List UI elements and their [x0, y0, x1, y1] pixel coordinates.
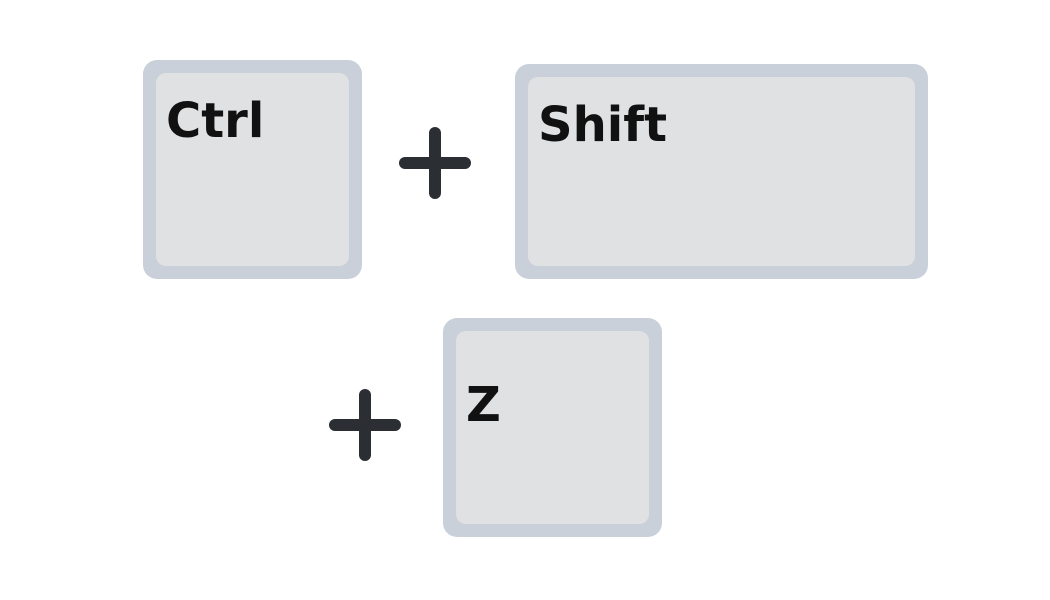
key-ctrl-label: Ctrl: [166, 93, 265, 149]
key-z: Z: [443, 318, 662, 537]
key-ctrl: Ctrl: [143, 60, 362, 279]
plus-icon: [399, 127, 471, 199]
key-z-face: Z: [456, 331, 649, 524]
key-z-label: Z: [466, 377, 501, 433]
key-shift: Shift: [515, 64, 928, 279]
key-shift-face: Shift: [528, 77, 915, 266]
key-shift-label: Shift: [538, 97, 668, 153]
plus-icon: [329, 389, 401, 461]
key-ctrl-face: Ctrl: [156, 73, 349, 266]
